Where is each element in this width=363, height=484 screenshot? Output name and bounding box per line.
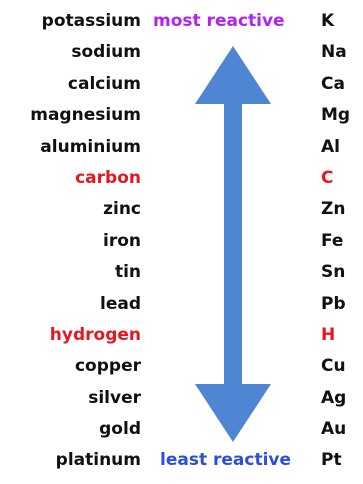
element-symbol: Mg: [321, 105, 351, 126]
element-symbol: Zn: [321, 199, 346, 220]
element-symbol: K: [321, 11, 335, 31]
element-symbol: Au: [321, 419, 347, 440]
element-name: gold: [99, 419, 141, 440]
element-symbol: Ag: [321, 387, 347, 408]
least-reactive-label: least reactive: [160, 450, 292, 470]
double-headed-arrow-icon: [195, 46, 271, 442]
element-name: zinc: [103, 199, 141, 220]
element-symbol: Ca: [321, 73, 345, 94]
element-symbol: Fe: [321, 230, 344, 251]
element-name: hydrogen: [49, 324, 141, 345]
element-symbol: Pt: [321, 450, 342, 471]
element-symbol: Na: [321, 42, 347, 63]
element-name: silver: [88, 387, 141, 408]
element-name: lead: [100, 293, 141, 314]
element-symbols-column: K Na Ca Mg Al C Zn Fe Sn Pb H Cu Ag Au P…: [321, 6, 361, 477]
element-symbol: Cu: [321, 356, 346, 377]
element-name: iron: [103, 230, 141, 251]
element-name: magnesium: [30, 105, 141, 126]
arrow-shape: [195, 46, 271, 442]
element-symbol: C: [321, 167, 334, 188]
element-symbol: H: [321, 324, 336, 345]
element-name: platinum: [55, 450, 141, 471]
most-reactive-label: most reactive: [153, 11, 285, 31]
element-name: calcium: [67, 73, 141, 94]
element-name: carbon: [75, 167, 141, 188]
element-name: sodium: [71, 42, 141, 63]
element-name: copper: [74, 356, 141, 377]
element-name: aluminium: [40, 136, 141, 157]
element-name: potassium: [41, 11, 141, 31]
element-symbol: Sn: [321, 262, 346, 283]
element-names-column: potassium sodium calcium magnesium alumi…: [0, 6, 141, 477]
element-name: tin: [114, 262, 141, 283]
element-symbol: Al: [321, 136, 340, 157]
element-symbol: Pb: [321, 293, 346, 314]
